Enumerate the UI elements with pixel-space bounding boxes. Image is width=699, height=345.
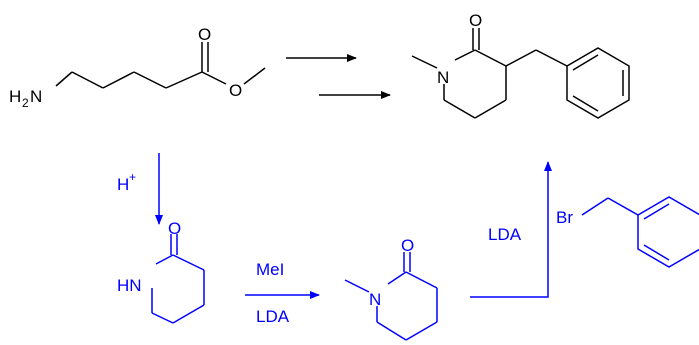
amine-n-label: N: [30, 87, 42, 106]
n-methyl-lactam-carbonyl-o-label: O: [401, 236, 414, 255]
methylation-reagent-top: MeI: [256, 260, 284, 279]
amine-h-label: H: [9, 87, 21, 106]
benzyl-bromide-structure: [581, 196, 699, 268]
acid-reagent-superscript: +: [129, 170, 136, 184]
alkylation-arrow: [470, 161, 552, 298]
product-structure: [411, 28, 630, 119]
benzyl-bromide-br-label: Br: [556, 208, 573, 227]
lactam-nh-label: HN: [117, 276, 142, 295]
start-material: [55, 42, 266, 89]
start-carbonyl-o-label: O: [198, 25, 211, 44]
amine-subscript-label: 2: [22, 96, 29, 110]
methylation-reagent-bottom: LDA: [256, 307, 290, 326]
n-methyl-lactam-structure: [344, 252, 438, 341]
product-carbonyl-o-label: O: [469, 11, 482, 30]
n-methyl-lactam-n-label: N: [369, 290, 381, 309]
start-ester-o-label: O: [229, 81, 242, 100]
lactam-carbonyl-o-label: O: [168, 219, 181, 238]
product-n-label: N: [437, 68, 449, 87]
acid-reagent-label: H: [117, 175, 129, 194]
alkylation-base-label: LDA: [488, 225, 522, 244]
lactam-structure: [151, 234, 205, 324]
